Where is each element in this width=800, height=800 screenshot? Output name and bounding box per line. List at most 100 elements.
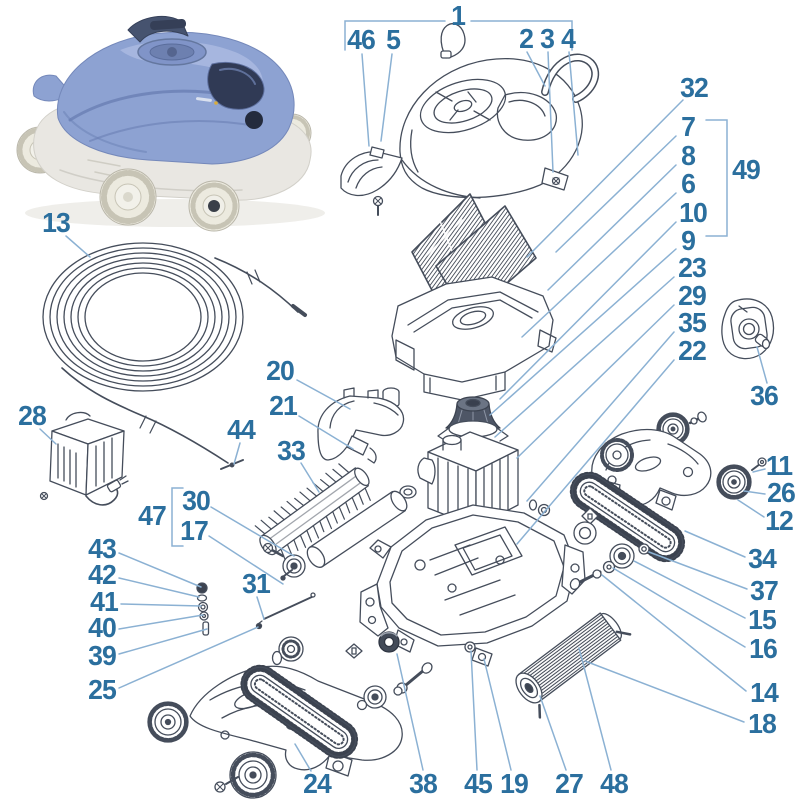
foam-roller-illustration xyxy=(306,490,408,568)
part-label-37: 37 xyxy=(750,575,779,606)
photo-intake-icon xyxy=(245,111,263,129)
lower-body-illustration xyxy=(359,504,586,667)
part-label-25: 25 xyxy=(88,674,117,705)
right-side-plate-illustration xyxy=(591,411,712,511)
part-label-16: 16 xyxy=(749,633,778,664)
leader-9 xyxy=(489,248,677,416)
flange-illustration xyxy=(721,298,775,360)
part-label-34: 34 xyxy=(748,543,777,574)
leader-3 xyxy=(547,51,554,173)
leader-18 xyxy=(584,660,745,723)
leader-25 xyxy=(118,626,259,689)
leader-11 xyxy=(752,468,766,473)
right-drive-track-illustration xyxy=(569,471,686,563)
side-flap-illustration xyxy=(340,146,403,216)
leader-28 xyxy=(39,428,57,445)
part-label-1: 1 xyxy=(451,0,466,31)
leader-2 xyxy=(526,51,546,87)
part-label-46: 46 xyxy=(347,24,376,55)
part-label-21: 21 xyxy=(269,390,298,421)
part-label-7: 7 xyxy=(681,111,696,142)
leader-6 xyxy=(521,192,677,338)
part-label-18: 18 xyxy=(748,708,777,739)
leader-36 xyxy=(756,346,768,384)
part-label-33: 33 xyxy=(277,435,306,466)
leader-15 xyxy=(633,560,746,619)
pulley-screw-illustration xyxy=(262,542,306,581)
part-label-3: 3 xyxy=(540,23,555,54)
part-label-40: 40 xyxy=(88,612,117,643)
leader-46 xyxy=(361,53,370,147)
leader-41 xyxy=(120,603,202,607)
part-label-10: 10 xyxy=(679,197,708,228)
part-label-41: 41 xyxy=(90,586,119,617)
part-label-49: 49 xyxy=(732,154,761,185)
part-label-27: 27 xyxy=(555,768,584,799)
leader-26 xyxy=(743,490,766,495)
leader-32 xyxy=(526,99,684,258)
part-label-26: 26 xyxy=(767,477,796,508)
photo-front-center-wheel-icon xyxy=(188,180,240,232)
part-label-14: 14 xyxy=(750,677,779,708)
brand-logo-mark xyxy=(195,97,218,105)
leader-19 xyxy=(483,658,512,771)
part-label-5: 5 xyxy=(386,24,401,55)
spiked-wheel-illustration xyxy=(716,457,767,500)
leader-lines xyxy=(39,20,768,772)
leader-29 xyxy=(516,304,675,459)
photo-handle-icon xyxy=(127,15,189,43)
leader-34 xyxy=(684,530,746,558)
part-label-15: 15 xyxy=(748,604,777,635)
leader-38 xyxy=(396,653,424,771)
leader-35 xyxy=(526,331,675,502)
leader-5 xyxy=(380,53,393,142)
leader-13 xyxy=(65,235,91,258)
leader-24 xyxy=(294,743,312,772)
photo-front-left-wheel-icon xyxy=(99,168,157,226)
part-label-12: 12 xyxy=(765,505,794,536)
part-label-8: 8 xyxy=(681,140,696,171)
filter-housing-illustration xyxy=(382,276,557,408)
leader-23 xyxy=(494,276,675,438)
part-label-42: 42 xyxy=(88,559,117,590)
leader-44 xyxy=(233,442,241,465)
bracket-group-1 xyxy=(344,20,573,51)
leader-8 xyxy=(547,164,677,291)
part-label-36: 36 xyxy=(750,380,779,411)
part-label-22: 22 xyxy=(678,335,707,366)
leader-27 xyxy=(539,695,567,771)
left-axle-hardware-illustration xyxy=(271,631,433,711)
product-photo-pool-cleaner xyxy=(16,15,325,232)
right-axle-hardware-illustration xyxy=(528,499,650,591)
part-label-6: 6 xyxy=(681,168,696,199)
part-label-39: 39 xyxy=(88,640,117,671)
leader-22 xyxy=(516,359,675,545)
intake-handle-illustration xyxy=(317,387,405,464)
power-supply-illustration xyxy=(39,411,129,506)
leader-7 xyxy=(555,135,677,253)
leader-37 xyxy=(648,551,748,590)
bracket-group-49 xyxy=(705,119,728,237)
part-label-32: 32 xyxy=(680,72,709,103)
bottom-roller-illustration xyxy=(515,612,632,719)
leader-33 xyxy=(300,462,320,493)
leader-10 xyxy=(499,221,677,400)
leader-12 xyxy=(737,499,765,518)
part-label-19: 19 xyxy=(500,768,529,799)
part-label-38: 38 xyxy=(409,768,438,799)
leader-4 xyxy=(568,51,579,156)
floating-cable-illustration xyxy=(42,242,307,470)
part-label-29: 29 xyxy=(678,280,707,311)
part-label-2: 2 xyxy=(519,23,534,54)
part-label-17: 17 xyxy=(180,515,209,546)
spiked-brush-illustration xyxy=(254,463,371,562)
part-label-47: 47 xyxy=(138,500,167,531)
part-label-13: 13 xyxy=(42,207,71,238)
leader-14 xyxy=(601,574,747,692)
part-label-31: 31 xyxy=(242,568,271,599)
leader-43 xyxy=(118,552,202,588)
leader-40 xyxy=(118,614,204,630)
leader-20 xyxy=(296,379,351,410)
left-drive-track-illustration xyxy=(240,664,359,759)
